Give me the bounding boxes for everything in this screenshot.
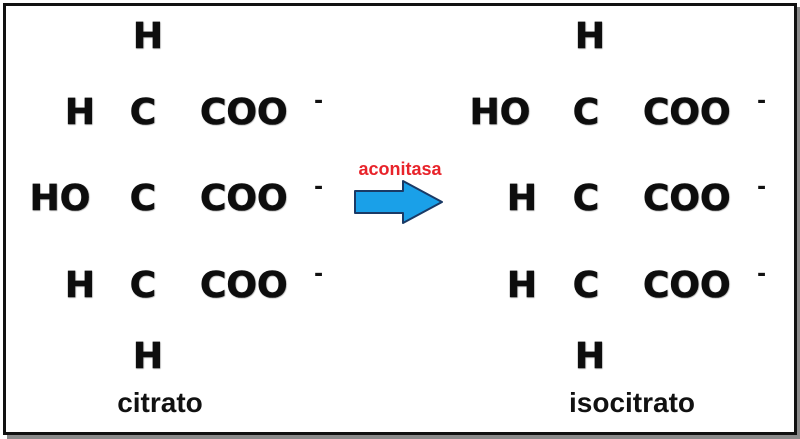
charge-label: - (757, 89, 766, 114)
carbon-atom: C (130, 92, 156, 133)
charge-label: - (757, 175, 766, 200)
charge-label: - (314, 89, 323, 114)
carboxylate-group: COO (200, 92, 288, 133)
right-arrow-icon (354, 180, 443, 224)
atom-label: H (65, 265, 95, 306)
isocitrate-structure: H HO C COO - H C COO - H C COO - H isoci… (469, 16, 766, 418)
citrate-structure: H H C COO - HO C COO - H C COO - H citra… (29, 16, 323, 418)
atom-label: HO (30, 178, 91, 219)
carboxylate-group: COO (643, 178, 731, 219)
isocitrate-name-label: isocitrato (569, 387, 695, 418)
atom-label: HO (470, 92, 531, 133)
atom-label: H (133, 16, 163, 57)
enzyme-label: aconitasa (358, 159, 442, 179)
atom-label: H (133, 336, 163, 377)
carbon-atom: C (573, 178, 599, 219)
reaction-arrow-group: aconitasa (354, 159, 443, 224)
citrate-name-label: citrato (117, 387, 203, 418)
charge-label: - (757, 262, 766, 287)
carboxylate-group: COO (200, 265, 288, 306)
atom-label: H (507, 265, 537, 306)
carboxylate-group: COO (643, 265, 731, 306)
carbon-atom: C (573, 92, 599, 133)
charge-label: - (314, 175, 323, 200)
carbon-atom: C (573, 265, 599, 306)
carbon-atom: C (130, 178, 156, 219)
carboxylate-group: COO (643, 92, 731, 133)
atom-label: H (65, 92, 95, 133)
atom-label: H (575, 16, 605, 57)
carbon-atom: C (130, 265, 156, 306)
diagram-frame (3, 3, 797, 435)
atom-label: H (575, 336, 605, 377)
atom-label: H (507, 178, 537, 219)
carboxylate-group: COO (200, 178, 288, 219)
charge-label: - (314, 262, 323, 287)
